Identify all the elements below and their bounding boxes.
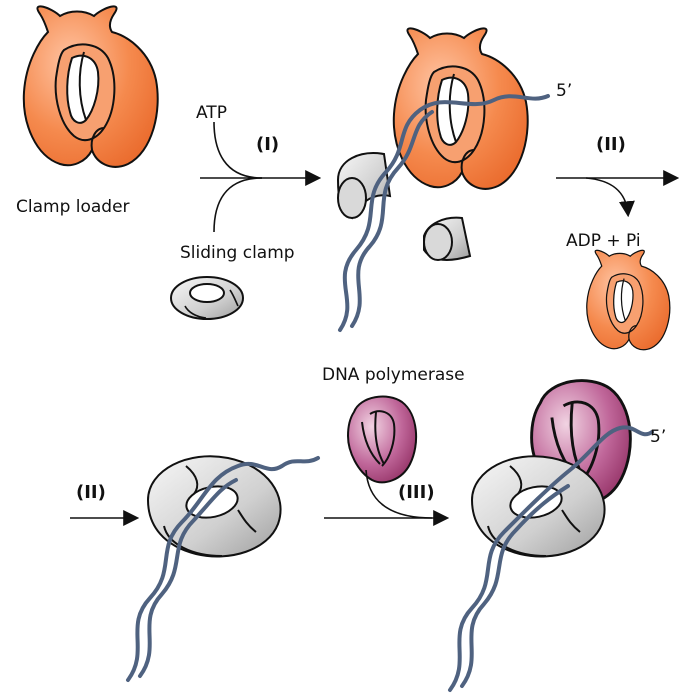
step-i-label: (I) — [256, 134, 279, 155]
sliding-clamp-label: Sliding clamp — [180, 243, 295, 263]
five-prime-label-bottom: 5’ — [650, 427, 666, 447]
clamp-on-dna-icon — [126, 455, 320, 682]
loaded-complex-icon — [336, 27, 550, 332]
atp-label: ATP — [196, 103, 227, 123]
five-prime-label-top: 5’ — [556, 81, 572, 101]
sliding-clamp-icon — [170, 276, 244, 320]
adp-pi-label: ADP + Pi — [566, 231, 641, 251]
clamp-loader-label: Clamp loader — [16, 197, 130, 217]
clamp-loader-icon — [22, 5, 159, 168]
step3-arrow — [324, 469, 450, 526]
polymerase-complex-icon — [448, 379, 654, 692]
dna-polymerase-icon — [347, 395, 418, 484]
step1-arrow — [200, 121, 322, 233]
released-loader-icon — [586, 249, 671, 351]
step2-top-arrow — [556, 170, 680, 218]
dna-polymerase-label: DNA polymerase — [322, 365, 465, 385]
step-ii-label-bottom: (II) — [76, 482, 106, 503]
step-ii-label-top: (II) — [596, 134, 626, 155]
step-iii-label: (III) — [398, 482, 435, 503]
